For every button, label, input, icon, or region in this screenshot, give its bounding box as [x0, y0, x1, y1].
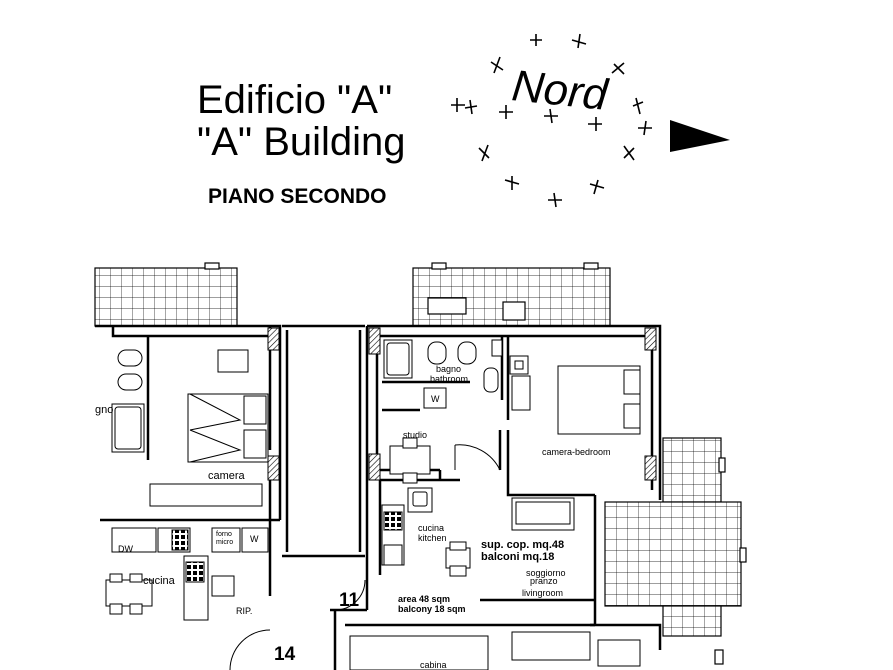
left-bath-label: gno: [95, 404, 114, 416]
bottom-room-label: cabina: [420, 660, 447, 670]
left-camera-label: camera: [208, 470, 245, 482]
room-label-living-it-1: soggiorno: [526, 568, 566, 578]
area-english: area 48 sqm: [398, 594, 451, 604]
walls: [95, 324, 662, 670]
columns: [267, 327, 657, 481]
balcony-english: balcony 18 sqm: [398, 604, 466, 614]
unit-number-11: 11: [339, 590, 360, 611]
storage-label: RIP.: [236, 606, 253, 616]
fixtures: [105, 339, 641, 670]
floor-label: PIANO SECONDO: [208, 185, 387, 208]
title-english: "A" Building: [197, 120, 406, 164]
room-label-bedroom: camera-bedroom: [542, 447, 611, 457]
doors: [229, 444, 501, 670]
room-label-living-it-2: pranzo: [530, 576, 558, 586]
room-label-kitchen-it: cucina: [418, 523, 445, 533]
compass: [448, 30, 738, 210]
balcony-area: balconi mq.18: [481, 551, 555, 563]
unit-number-14: 14: [274, 644, 296, 665]
balcony-top-left: [94, 262, 238, 327]
room-label-living-en: livingroom: [522, 588, 564, 598]
room-label-bathroom-it: bagno: [436, 364, 462, 374]
washer-label: W: [431, 394, 440, 404]
north-arrow-icon: [670, 120, 730, 152]
balcony-top-center: [412, 262, 611, 327]
room-label-study: studio: [403, 430, 428, 440]
left-cucina-label: cucina: [143, 575, 175, 587]
oven-label-2: micro: [216, 539, 234, 546]
title-italian: Edificio "A": [197, 78, 393, 122]
oven-label-1: forno: [216, 531, 232, 538]
balcony-right: [604, 437, 747, 665]
dishwasher-label: DW: [118, 544, 133, 554]
room-label-kitchen-en: kitchen: [418, 533, 447, 543]
compass-rose-icon: [451, 33, 730, 208]
left-washer-label: W: [250, 534, 259, 544]
covered-area: sup. cop. mq.48: [481, 539, 565, 551]
room-label-bathroom-en: bathroom: [430, 374, 469, 384]
